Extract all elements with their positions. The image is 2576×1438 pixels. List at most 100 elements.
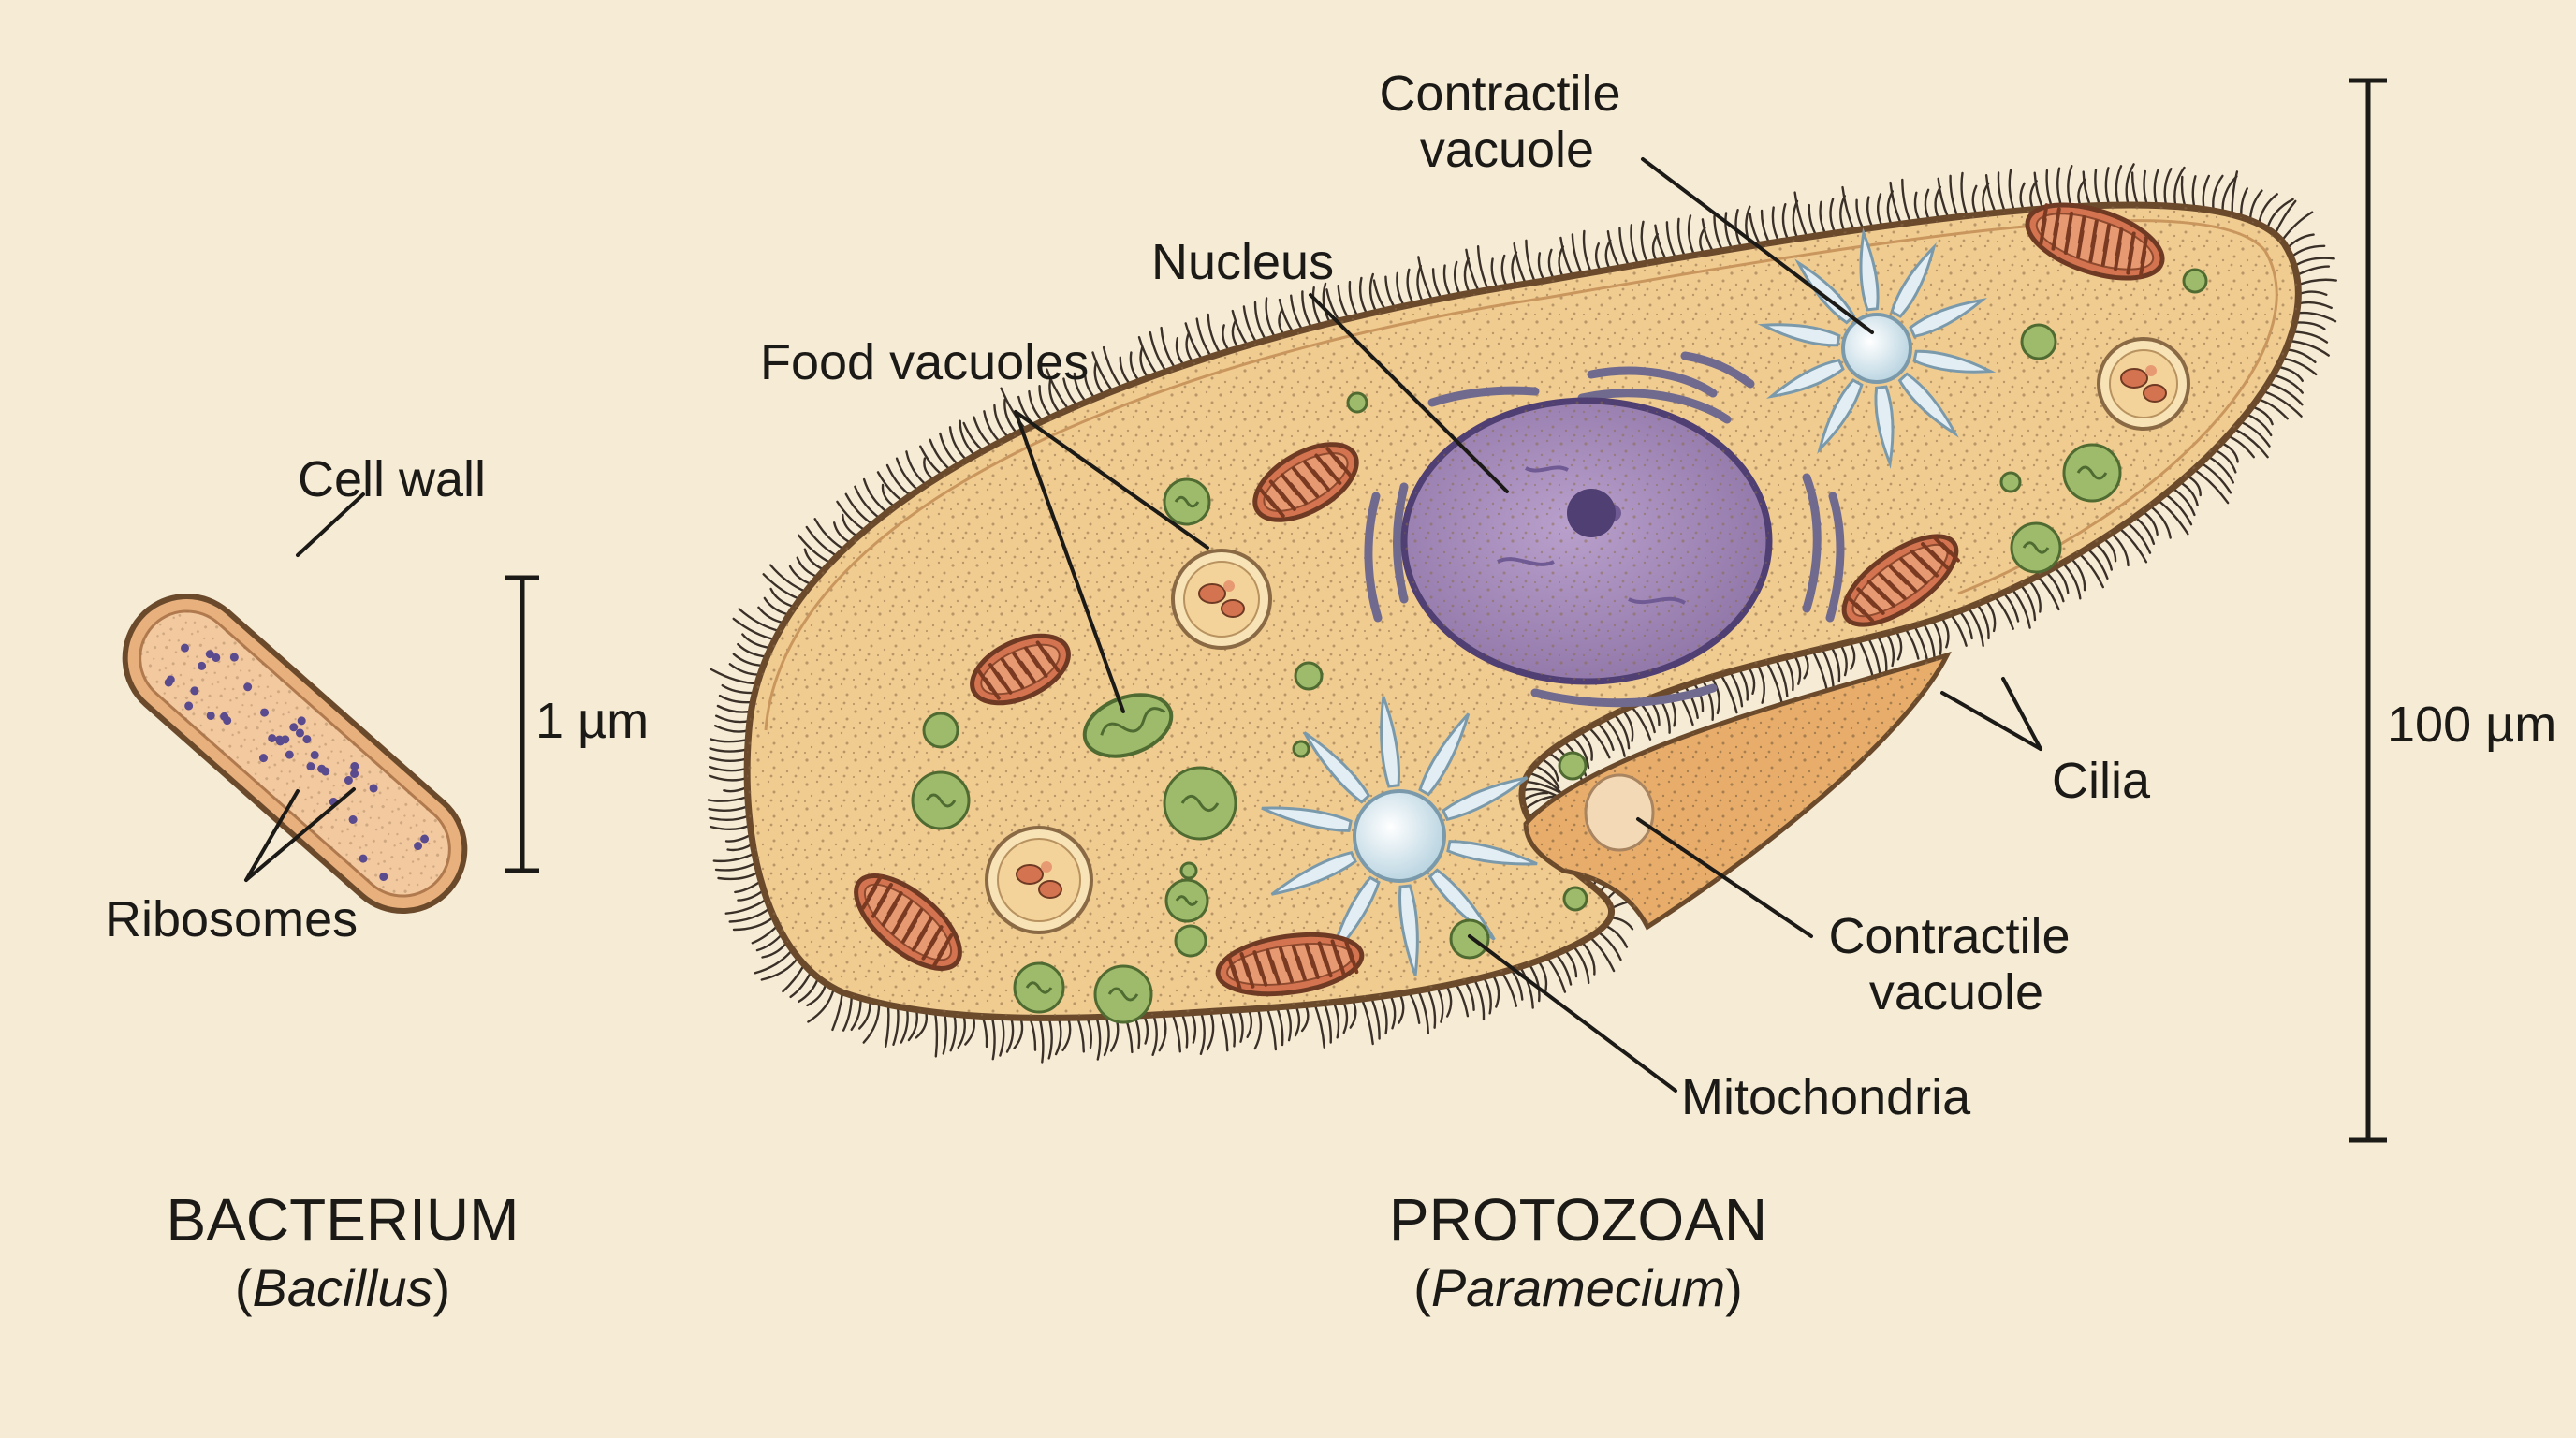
ribosome: [229, 653, 239, 662]
inclusion-vesicle: [1999, 471, 2022, 493]
cilium: [892, 1005, 900, 1046]
ribosome: [297, 716, 306, 726]
contractile-vacuole-top-leader: [1641, 157, 1874, 334]
cilium: [710, 824, 752, 830]
cilium: [1349, 999, 1357, 1029]
cilium: [1482, 976, 1492, 1015]
cilium: [724, 833, 753, 843]
cilium: [1454, 982, 1470, 1018]
food-vacuole: [985, 826, 1093, 934]
cilium: [990, 1015, 996, 1061]
cilium: [2163, 168, 2173, 208]
cilium: [1445, 984, 1453, 1018]
cilium: [2061, 562, 2082, 600]
cilium: [1061, 1017, 1072, 1051]
cilium: [1003, 398, 1018, 435]
oral-groove-food-bolus: [1584, 773, 1655, 852]
inclusion-vesicle: [1163, 477, 1211, 526]
cilium: [1253, 301, 1267, 342]
cilium: [993, 404, 1010, 439]
cilium: [900, 1006, 909, 1044]
ribosome: [420, 834, 430, 844]
ribosome: [414, 842, 423, 851]
cilium: [723, 785, 749, 793]
cilium: [1603, 924, 1629, 948]
radial-canal: [1380, 696, 1400, 788]
radial-canal: [1418, 712, 1471, 797]
cilium: [1808, 203, 1818, 238]
cilium: [1937, 177, 1950, 220]
cilium: [1436, 986, 1444, 1023]
cilium: [1848, 640, 1856, 670]
cilium: [1580, 940, 1596, 976]
cilium: [807, 987, 836, 1023]
cilium: [2293, 321, 2326, 330]
mitochondrion: [1841, 534, 1960, 627]
cilium: [1323, 1002, 1332, 1044]
cilium: [1609, 916, 1634, 931]
cilium: [1158, 1013, 1167, 1052]
food-vacuole-elongated: [1082, 693, 1174, 758]
cilium: [714, 861, 758, 872]
cilium: [907, 1008, 918, 1042]
ribosome: [190, 686, 199, 696]
radial-canal: [1757, 323, 1841, 347]
cilium: [788, 565, 813, 586]
inclusion-vesicle: [1558, 751, 1588, 781]
inclusion-vesicle: [1179, 861, 1198, 880]
cilium: [1300, 1004, 1310, 1033]
cilium: [1102, 345, 1123, 389]
cilium: [2272, 374, 2304, 394]
cilium: [999, 1016, 1005, 1057]
cilium: [1360, 997, 1374, 1046]
cilium: [1129, 351, 1141, 383]
cilium: [738, 608, 781, 633]
cilium: [2110, 532, 2130, 567]
protozoan-contractile-vacuole-top: [1757, 227, 1997, 469]
cilium: [1701, 218, 1715, 254]
cilium: [842, 994, 853, 1032]
cilium: [1384, 275, 1397, 310]
cilium: [1885, 632, 1895, 668]
cilium: [1029, 1017, 1037, 1051]
cilium: [833, 521, 853, 545]
cilium: [957, 1014, 966, 1049]
ribosome: [359, 854, 368, 863]
cilium: [798, 976, 820, 1004]
inclusion-vesicle: [1562, 886, 1588, 912]
cilium: [2258, 193, 2278, 226]
label-nucleus: Nucleus: [1151, 234, 1334, 290]
cilium: [1829, 198, 1837, 235]
cilium: [1038, 1017, 1045, 1064]
cilium: [715, 714, 752, 724]
protozoan-mitochondria: [854, 202, 2165, 997]
cilium: [2291, 330, 2329, 344]
cilium: [2056, 167, 2063, 209]
mitochondrion: [1252, 442, 1359, 522]
cilium: [2212, 174, 2224, 213]
cilium: [709, 756, 749, 763]
ribosome: [281, 735, 290, 744]
food-vacuole: [2097, 337, 2190, 431]
ribosome: [206, 712, 215, 721]
cilium: [709, 765, 749, 772]
cilium: [1967, 606, 1984, 648]
cilium: [1368, 272, 1378, 314]
cilium: [1237, 1008, 1244, 1043]
cilium: [1537, 252, 1546, 283]
cilium: [1095, 1016, 1102, 1061]
cilium: [1398, 992, 1405, 1024]
cilium: [2130, 171, 2139, 207]
radial-canal: [1303, 731, 1371, 804]
cilium: [2053, 565, 2070, 594]
cilium: [2250, 405, 2274, 426]
mitochondria-leader: [1468, 934, 1677, 1093]
cilium: [1476, 245, 1490, 291]
cilium: [1190, 1011, 1197, 1044]
cilium: [1265, 297, 1277, 339]
cilium: [1171, 1012, 1181, 1053]
ribosome: [260, 708, 270, 717]
food-vacuole: [1171, 549, 1272, 650]
label-scale-100um: 100 µm: [2387, 697, 2556, 753]
cilium: [1091, 351, 1114, 393]
